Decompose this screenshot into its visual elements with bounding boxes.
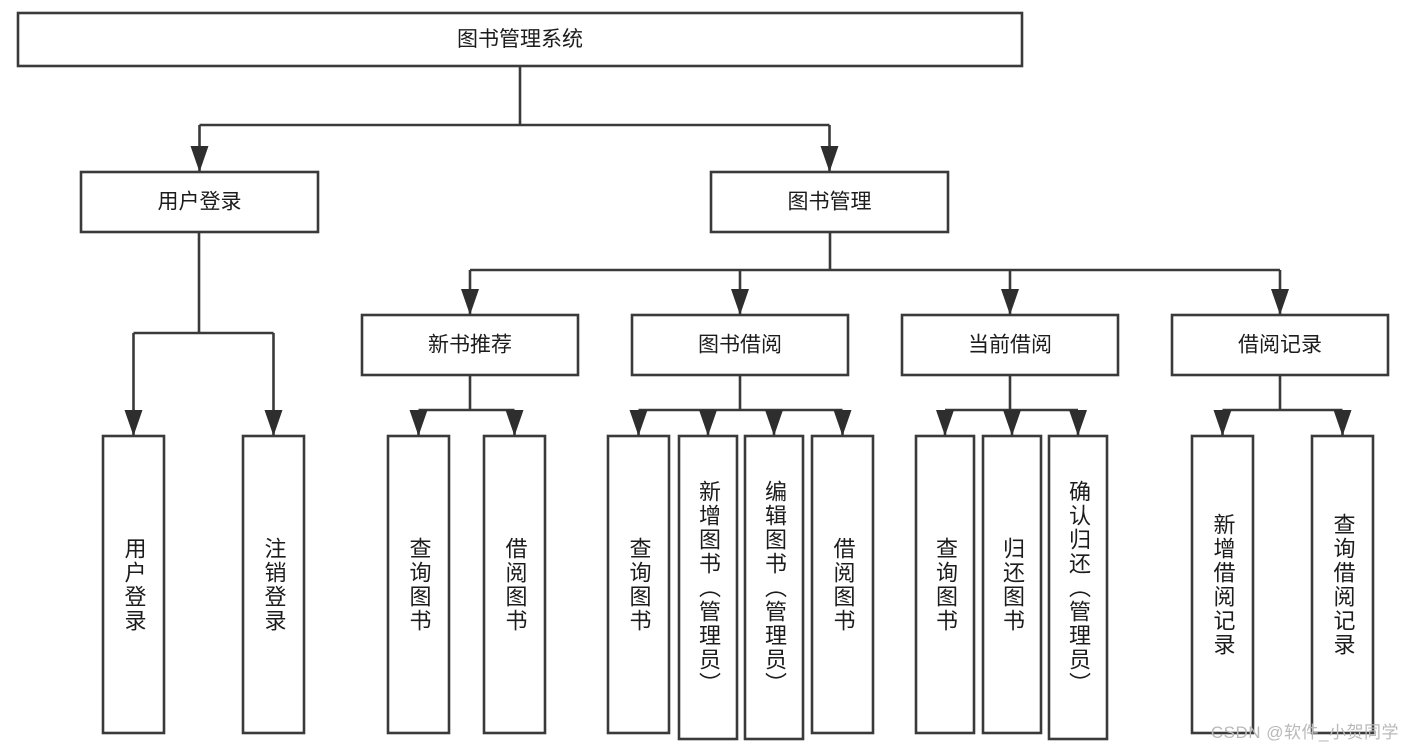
arrow-head-icon: [833, 410, 852, 436]
node-label-root: 图书管理系统: [457, 28, 583, 51]
arrow-head-icon: [820, 146, 839, 172]
arrow-head-icon: [505, 410, 524, 436]
node-box-leaf-query-record[interactable]: [1310, 434, 1375, 735]
arrow-head-icon: [1271, 289, 1289, 315]
node-box-leaf-confirm-return[interactable]: [1047, 434, 1109, 741]
node-box-leaf-query-book-1[interactable]: [386, 434, 451, 735]
node-box-leaf-return-book[interactable]: [981, 434, 1043, 735]
node-box-borrow-record[interactable]: [1170, 313, 1390, 377]
arrow-head-icon: [409, 410, 428, 436]
edges-layer: [124, 66, 1352, 436]
arrow-head-icon: [461, 289, 479, 315]
arrow-head-icon: [124, 410, 143, 436]
node-box-book-borrow[interactable]: [630, 313, 850, 377]
arrow-head-icon: [1213, 410, 1232, 436]
arrow-head-icon: [765, 410, 783, 436]
node-box-book-manage[interactable]: [709, 170, 950, 234]
arrow-head-icon: [629, 410, 648, 436]
arrow-head-icon: [1003, 410, 1021, 436]
node-box-root[interactable]: [16, 11, 1024, 68]
node-box-leaf-borrow-book-1[interactable]: [482, 434, 547, 735]
arrow-head-icon: [1333, 410, 1352, 436]
arrow-head-icon: [1069, 410, 1087, 436]
node-box-leaf-borrow-book-2[interactable]: [810, 434, 875, 735]
node-label-new-book-rec: 新书推荐: [428, 334, 512, 357]
arrow-head-icon: [1001, 289, 1019, 315]
node-box-current-borrow[interactable]: [900, 313, 1120, 377]
node-box-leaf-edit-book[interactable]: [743, 434, 805, 741]
node-box-leaf-logout[interactable]: [241, 434, 306, 735]
node-box-leaf-query-book-2[interactable]: [606, 434, 671, 735]
arrow-head-icon: [190, 146, 209, 172]
node-box-leaf-query-book-3[interactable]: [914, 434, 976, 735]
arrow-head-icon: [731, 289, 749, 315]
arrow-head-icon: [936, 410, 954, 436]
node-label-borrow-record: 借阅记录: [1238, 334, 1322, 357]
watermark-text: CSDN @软件_小贺同学: [1210, 723, 1399, 742]
node-label-book-manage: 图书管理: [788, 191, 872, 214]
arrow-head-icon: [264, 410, 283, 436]
node-box-leaf-add-record[interactable]: [1190, 434, 1255, 735]
nodes-layer: [16, 11, 1390, 741]
node-label-user-login: 用户登录: [158, 191, 242, 214]
node-box-user-login[interactable]: [79, 170, 320, 234]
arrow-head-icon: [699, 410, 717, 436]
node-box-new-book-rec[interactable]: [360, 313, 580, 377]
node-box-leaf-user-login[interactable]: [101, 434, 166, 735]
node-label-current-borrow: 当前借阅: [968, 334, 1052, 357]
node-label-book-borrow: 图书借阅: [698, 334, 782, 357]
node-box-leaf-add-book[interactable]: [677, 434, 739, 741]
